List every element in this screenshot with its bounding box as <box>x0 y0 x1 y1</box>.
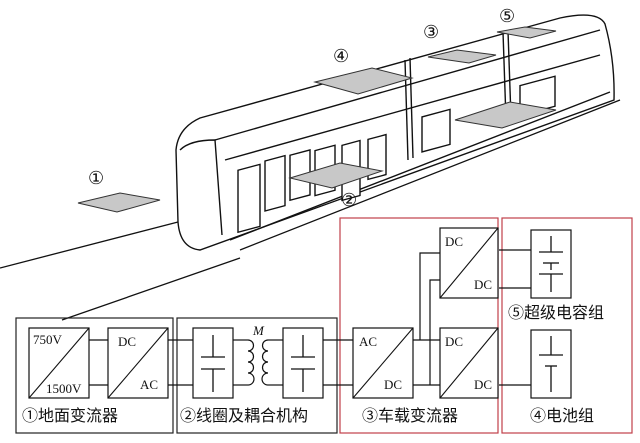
plate-battery <box>313 67 414 95</box>
frame-ground-converter <box>15 317 174 434</box>
coupling-label: ②线圈及耦合机构 <box>180 407 308 425</box>
dcdc-lower-input: DC <box>445 334 463 349</box>
frame-storage <box>501 217 633 434</box>
marker-4: ④ <box>333 46 349 66</box>
inverter-input: DC <box>118 334 136 349</box>
capacitor-icon <box>201 335 315 392</box>
battery-label: ④电池组 <box>530 407 594 425</box>
dcdc-upper-input: DC <box>445 234 463 249</box>
tram-illustration <box>175 14 615 251</box>
rectifier-input: AC <box>359 334 377 349</box>
ground-converter-label: ①地面变流器 <box>22 407 118 425</box>
dcdc-output-voltage: 1500V <box>46 381 82 396</box>
marker-5: ⑤ <box>499 6 515 26</box>
dcdc-upper-output: DC <box>474 277 492 292</box>
supercap-label: ⑤超级电容组 <box>508 304 604 322</box>
plate-ground <box>77 192 161 213</box>
supercapacitor-icon <box>539 236 563 292</box>
battery-icon <box>539 336 563 392</box>
marker-1: ① <box>88 168 104 188</box>
plate-converter <box>427 49 497 64</box>
coupled-coil-icon <box>233 339 283 386</box>
plate-supercap <box>496 26 557 39</box>
marker-2: ② <box>341 190 357 210</box>
track-lines <box>0 99 621 321</box>
illustration-markers: ① ② ③ ④ ⑤ <box>88 6 515 210</box>
wires <box>89 249 531 386</box>
plate-coil-front <box>288 162 384 189</box>
frame-coupling <box>176 317 338 434</box>
marker-3: ③ <box>423 22 439 42</box>
inverter-output: AC <box>140 377 158 392</box>
dcdc-input-voltage: 750V <box>33 332 63 347</box>
plate-coil-rear <box>454 101 557 129</box>
rectifier-output: DC <box>384 377 402 392</box>
mutual-inductance-label: M <box>252 323 265 338</box>
frame-onboard-converter <box>339 217 499 434</box>
onboard-converter-label: ③车载变流器 <box>362 407 458 425</box>
dcdc-lower-output: DC <box>474 377 492 392</box>
transfer-plates <box>77 26 557 213</box>
